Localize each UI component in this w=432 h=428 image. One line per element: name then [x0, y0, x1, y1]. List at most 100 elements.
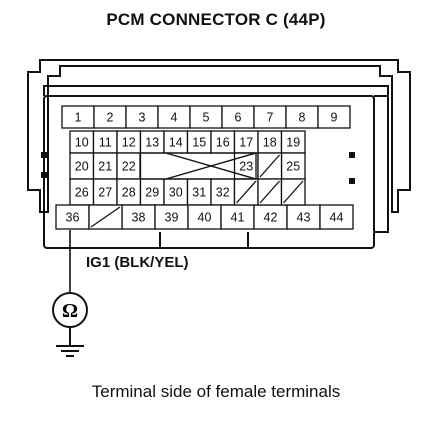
pin-number: 40 — [198, 211, 212, 225]
pin-7: 7 — [253, 105, 287, 129]
ground-icon — [56, 327, 84, 357]
pin-23: 23 — [233, 152, 259, 180]
pin-25: 25 — [280, 152, 306, 180]
diagram-caption: Terminal side of female terminals — [91, 382, 341, 401]
pin-11: 11 — [92, 130, 118, 154]
pin-number: 2 — [107, 111, 114, 125]
pin-cell — [187, 204, 222, 230]
pin-cell — [319, 204, 354, 230]
pin-3: 3 — [125, 105, 159, 129]
pin-2: 2 — [93, 105, 127, 129]
pin-number: 22 — [122, 160, 136, 174]
pin-22: 22 — [116, 152, 142, 180]
right-latch-mark — [349, 152, 355, 158]
pin-36: 36 — [55, 204, 90, 230]
empty-cavity — [233, 178, 259, 206]
pin-number: 44 — [330, 211, 344, 225]
empty-cavity — [257, 178, 283, 206]
pin-20: 20 — [69, 152, 95, 180]
pin-number: 3 — [139, 111, 146, 125]
pin-number: 43 — [297, 211, 311, 225]
pin-9: 9 — [317, 105, 351, 129]
pin-18: 18 — [257, 130, 283, 154]
pin-31: 31 — [186, 178, 212, 206]
pin-number: 29 — [145, 186, 159, 200]
empty-cavity — [280, 178, 306, 206]
pin-10: 10 — [69, 130, 95, 154]
pin-39: 39 — [154, 204, 189, 230]
pin-number: 25 — [286, 160, 300, 174]
pin-8: 8 — [285, 105, 319, 129]
pin-41: 41 — [220, 204, 255, 230]
pin-cell — [286, 204, 321, 230]
pin-number: 17 — [239, 136, 253, 150]
pin-cell — [154, 204, 189, 230]
pin-26: 26 — [69, 178, 95, 206]
pin-number: 15 — [192, 136, 206, 150]
pin-6: 6 — [221, 105, 255, 129]
pin-38: 38 — [121, 204, 156, 230]
wire-label: IG1 (BLK/YEL) — [86, 254, 189, 271]
pin-number: 30 — [169, 186, 183, 200]
pin-32: 32 — [210, 178, 236, 206]
pin-number: 27 — [98, 186, 112, 200]
pin-number: 38 — [132, 211, 146, 225]
connector-housing — [27, 59, 411, 249]
pin-13: 13 — [139, 130, 165, 154]
pin-number: 5 — [203, 111, 210, 125]
pin-15: 15 — [186, 130, 212, 154]
pin-number: 20 — [75, 160, 89, 174]
pin-number: 16 — [216, 136, 230, 150]
pin-number: 23 — [239, 160, 253, 174]
pin-number: 9 — [331, 111, 338, 125]
pin-16: 16 — [210, 130, 236, 154]
pin-44: 44 — [319, 204, 354, 230]
pin-number: 36 — [66, 211, 80, 225]
pin-number: 18 — [263, 136, 277, 150]
center-cross-block — [165, 152, 257, 180]
pin-number: 7 — [267, 111, 274, 125]
pin-1: 1 — [61, 105, 95, 129]
pin-cell — [220, 204, 255, 230]
pin-21: 21 — [92, 152, 118, 180]
pin-number: 1 — [75, 111, 82, 125]
pin-number: 4 — [171, 111, 178, 125]
ohm-symbol: Ω — [62, 300, 78, 322]
pin-28: 28 — [116, 178, 142, 206]
connector-title: PCM CONNECTOR C (44P) — [106, 10, 326, 29]
pin-number: 28 — [122, 186, 136, 200]
pin-number: 21 — [98, 160, 112, 174]
pin-29: 29 — [139, 178, 165, 206]
pin-number: 42 — [264, 211, 278, 225]
pin-17: 17 — [233, 130, 259, 154]
pin-number: 19 — [286, 136, 300, 150]
pin-number: 32 — [216, 186, 230, 200]
pin-number: 14 — [169, 136, 183, 150]
pin-number: 41 — [231, 211, 245, 225]
pin-14: 14 — [163, 130, 189, 154]
pin-number: 6 — [235, 111, 242, 125]
pin-42: 42 — [253, 204, 288, 230]
pin-number: 11 — [99, 136, 112, 150]
pin-number: 39 — [165, 211, 179, 225]
pin-4: 4 — [157, 105, 191, 129]
center-block-frame — [139, 152, 257, 180]
left-latch-mark — [41, 152, 47, 158]
right-latch-mark — [349, 178, 355, 184]
pin-27: 27 — [92, 178, 118, 206]
empty-cavity — [88, 204, 123, 230]
pin-number: 12 — [122, 136, 136, 150]
left-latch-mark — [41, 172, 47, 178]
pin-40: 40 — [187, 204, 222, 230]
pin-19: 19 — [280, 130, 306, 154]
pin-number: 26 — [75, 186, 89, 200]
pin-5: 5 — [189, 105, 223, 129]
pin-number: 8 — [299, 111, 306, 125]
pin-30: 30 — [163, 178, 189, 206]
pin-cell — [317, 105, 351, 129]
pin-number: 10 — [75, 136, 89, 150]
pin-12: 12 — [116, 130, 142, 154]
pin-43: 43 — [286, 204, 321, 230]
